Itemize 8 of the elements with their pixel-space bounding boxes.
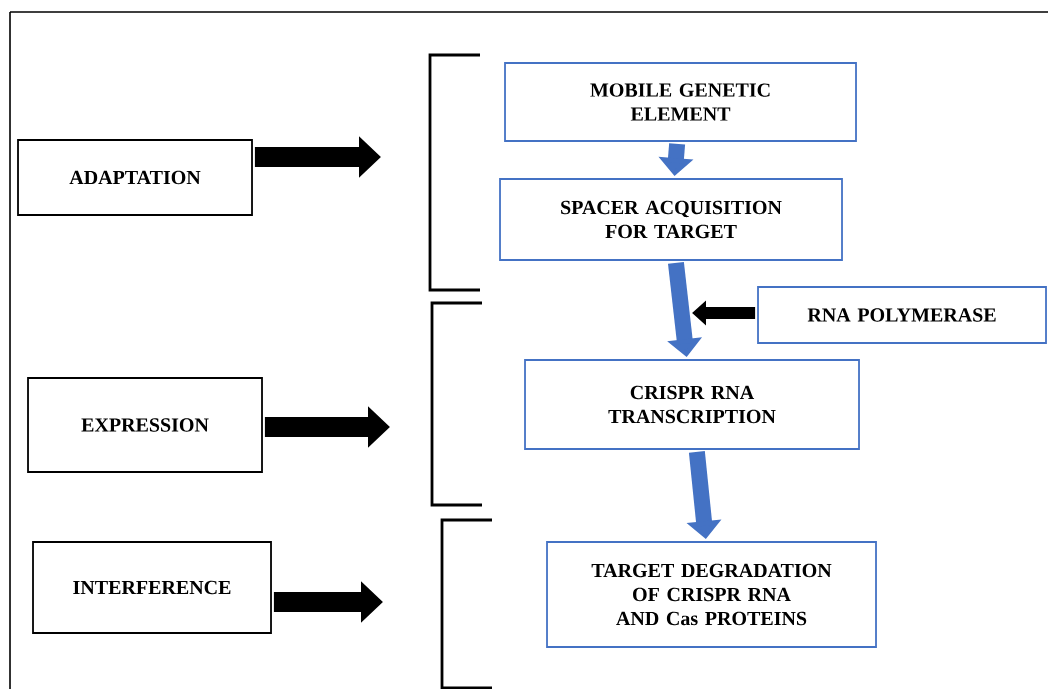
label-box: INTERFERENCE [32,541,272,634]
process-box: SPACER ACQUISITION FOR TARGET [499,178,843,261]
process-box: TARGET DEGRADATION OF CRISPR RNA AND Cas PROTEINS [546,541,877,648]
process-box: MOBILE GENETIC ELEMENT [504,62,857,142]
label-box: EXPRESSION [27,377,263,473]
process-box: RNA POLYMERASE [757,286,1047,344]
process-box: CRISPR RNA TRANSCRIPTION [524,359,860,450]
label-box: ADAPTATION [17,139,253,216]
